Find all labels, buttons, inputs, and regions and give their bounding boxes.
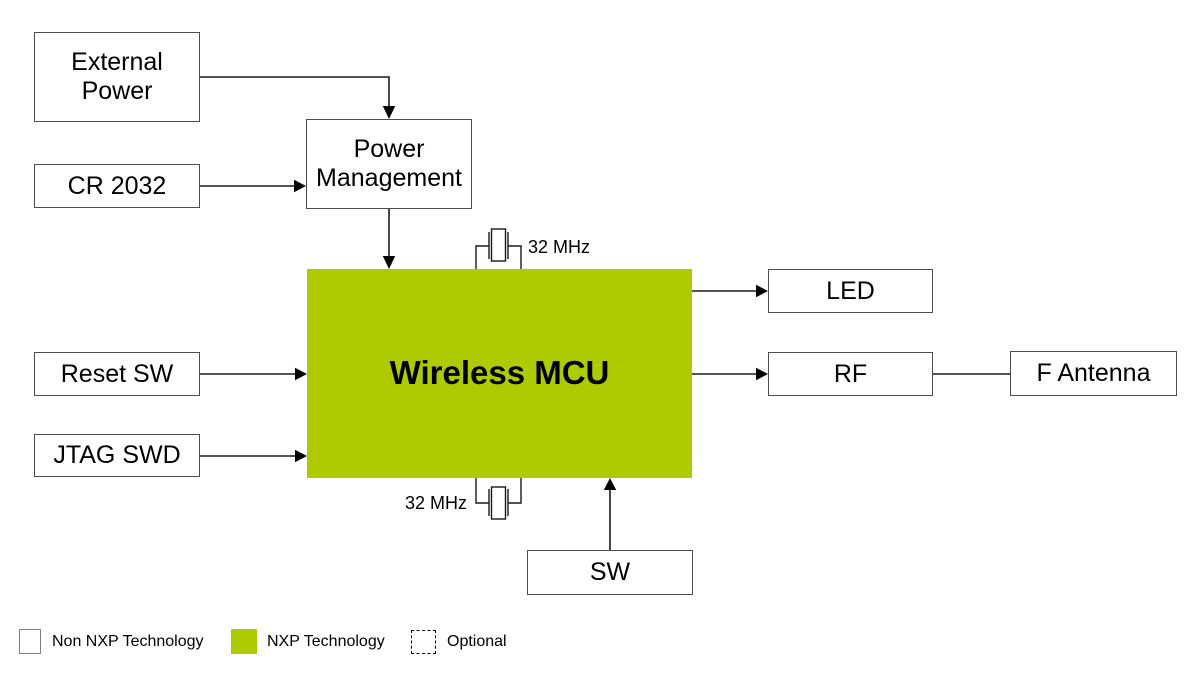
arrowhead-into-led xyxy=(756,284,768,298)
arrowhead-into-power-management-top xyxy=(382,106,396,119)
arrowhead-into-mcu-jtag xyxy=(295,449,307,463)
arrowhead-into-power-management-left xyxy=(294,179,306,193)
legend-label-nxp: NXP Technology xyxy=(267,633,385,650)
crystal-top-frequency-label: 32 MHz xyxy=(528,237,591,257)
node-wireless-mcu: Wireless MCU xyxy=(307,269,692,478)
legend-label-non-nxp: Non NXP Technology xyxy=(52,633,204,650)
legend-swatch-nxp xyxy=(231,629,257,654)
crystal-oscillator-top-icon xyxy=(475,228,522,269)
legend-label-optional: Optional xyxy=(447,633,507,650)
arrowhead-into-rf xyxy=(756,367,768,381)
legend-swatch-non-nxp xyxy=(19,629,41,654)
node-led: LED xyxy=(768,269,933,313)
wire-external-power-to-power-management xyxy=(200,76,390,107)
crystal-bottom-frequency-label: 32 MHz xyxy=(405,493,468,513)
arrowhead-into-mcu-top xyxy=(382,256,396,269)
node-cr-2032: CR 2032 xyxy=(34,164,200,208)
node-sw: SW xyxy=(527,550,693,595)
node-rf: RF xyxy=(768,352,933,396)
arrowhead-into-mcu-bottom xyxy=(603,478,617,490)
node-external-power: External Power xyxy=(34,32,200,122)
arrowhead-into-mcu-reset xyxy=(295,367,307,381)
node-jtag-swd: JTAG SWD xyxy=(34,434,200,477)
node-reset-sw: Reset SW xyxy=(34,352,200,396)
node-power-management: Power Management xyxy=(306,119,472,209)
legend-swatch-optional xyxy=(411,630,436,654)
crystal-oscillator-bottom-icon xyxy=(475,478,522,520)
node-f-antenna: F Antenna xyxy=(1010,351,1177,396)
